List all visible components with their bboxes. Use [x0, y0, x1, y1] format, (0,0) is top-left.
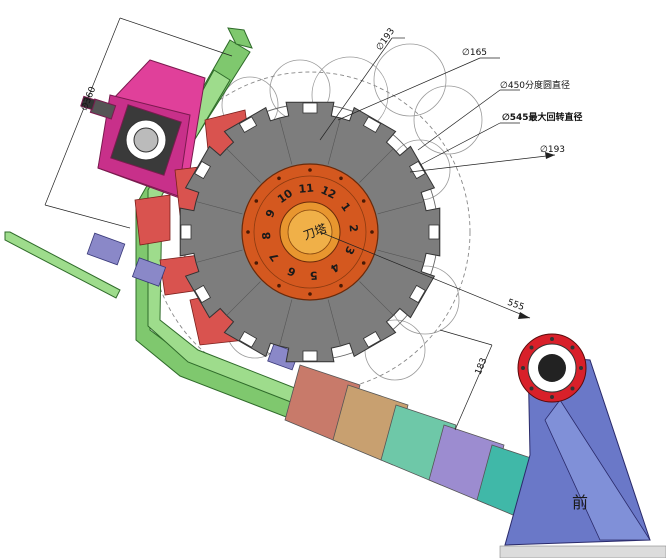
dim-555: 555 [506, 298, 526, 313]
turret-spoke [327, 117, 341, 165]
turret-spoke [377, 201, 425, 215]
hub-bolt [254, 261, 259, 265]
hub-bolt [308, 168, 312, 172]
bearing-bolt [529, 345, 534, 350]
turret-station-number: 8 [260, 231, 274, 240]
turret-spoke [359, 281, 394, 316]
turret-spoke [327, 299, 341, 347]
turret-slot [362, 331, 382, 348]
hub-bolt [370, 230, 374, 234]
turret-station-number: 2 [346, 224, 360, 233]
hub-bolt [361, 199, 366, 203]
turret-station-number: 5 [309, 268, 318, 282]
bearing-bolt [521, 366, 525, 370]
turret-slot [409, 284, 426, 304]
turret-spoke [359, 148, 394, 183]
turret-spoke [226, 148, 261, 183]
bearing-bolt [570, 386, 575, 391]
tool-block-row [284, 364, 553, 526]
dim-d450: ∅450分度圆直径 [500, 79, 570, 91]
hub-bolt [254, 199, 259, 203]
turret-spoke [226, 281, 261, 316]
turret-slot [302, 102, 318, 114]
turret-spoke [279, 117, 293, 165]
dimension-lines [44, 17, 556, 431]
turret-slot [238, 331, 258, 348]
bearing-bolt [550, 395, 554, 399]
bearing-bolt [570, 345, 575, 350]
hub-bolt [277, 283, 281, 288]
turret-station-number: 12 [319, 183, 338, 201]
hub-bolt [339, 176, 343, 181]
turret-slot [362, 116, 382, 133]
dim-183: 183 [474, 357, 490, 377]
dim-d165: ∅165 [462, 48, 487, 58]
hub-bolt [277, 176, 281, 181]
turret-slot [409, 160, 426, 180]
bearing-bolt [550, 337, 554, 341]
bottom-frame-line [499, 545, 666, 558]
clamp-blocks [86, 232, 299, 371]
turret-slot [302, 350, 318, 362]
hub-bolt [361, 261, 366, 265]
turret-slot [194, 160, 211, 180]
turret-slot [428, 224, 440, 240]
turret-slot [180, 224, 192, 240]
hub-bolt [246, 230, 250, 234]
dimension-arrows [518, 152, 555, 319]
tailstock-label: 前 [572, 493, 588, 512]
max-swing-circle [149, 71, 471, 393]
turret-center-hub [241, 163, 379, 301]
dim-d545: ∅545最大回转直径 [502, 111, 583, 123]
turret-station-number: 11 [298, 182, 314, 196]
turret-spoke [195, 201, 243, 215]
turret-slot [194, 284, 211, 304]
dim-d193-top: ∅193 [375, 27, 398, 53]
hub-bolt [308, 292, 312, 296]
turret-spoke [377, 249, 425, 263]
dim-d193-right: ∅193 [540, 145, 565, 155]
turret-slot [238, 116, 258, 133]
bearing-bolt [579, 366, 583, 370]
hub-bolt [339, 283, 343, 288]
tailstock-assembly: 前 [504, 333, 651, 546]
turret-spoke [195, 249, 243, 263]
bearing-bolt [529, 386, 534, 391]
turret-spoke [279, 299, 293, 347]
spindle-housing [80, 59, 206, 201]
